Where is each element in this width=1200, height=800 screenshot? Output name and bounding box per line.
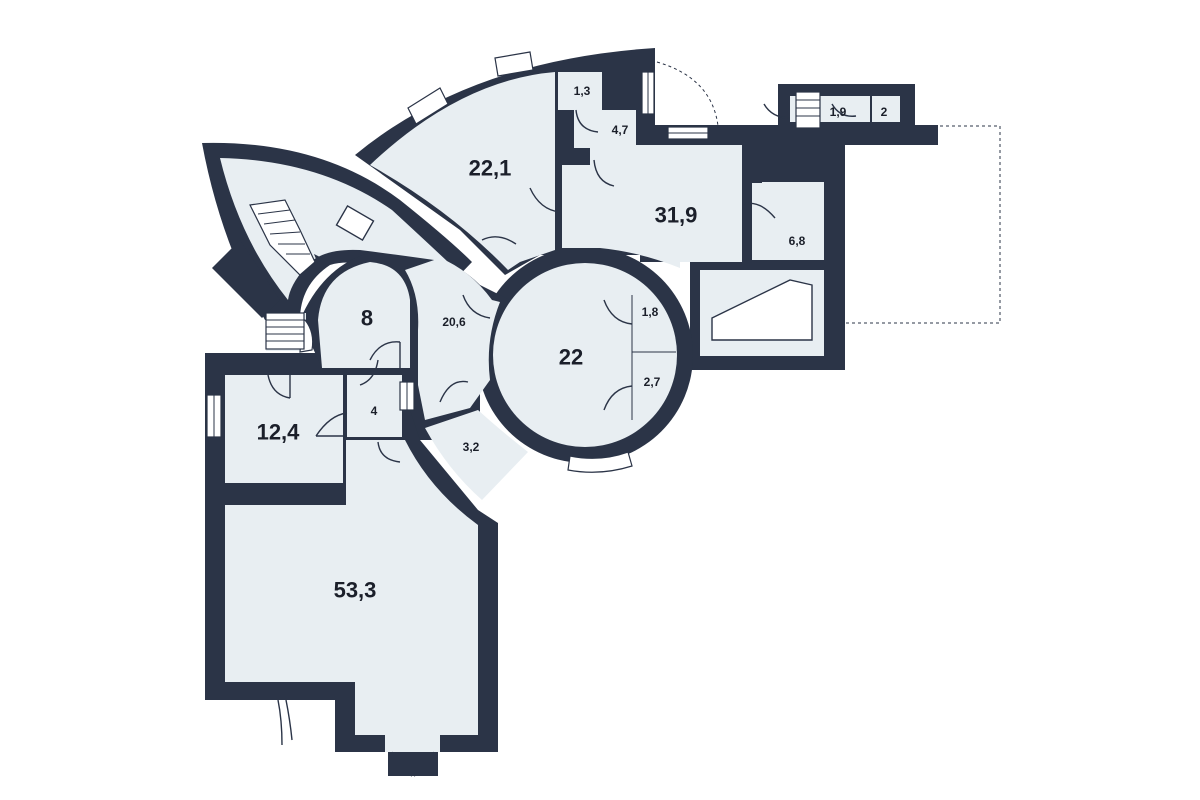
area-label-2: 2	[881, 105, 888, 119]
room-8-floor	[318, 262, 410, 368]
staircase-left	[265, 312, 305, 350]
room-1-3-floor	[558, 72, 602, 110]
staircase-annex	[795, 91, 821, 129]
wall-stair-bump	[212, 240, 280, 318]
room-2-7-floor	[632, 358, 675, 420]
room-12-4-floor	[225, 375, 343, 483]
area-label-1-3: 1,3	[574, 84, 591, 98]
terrace-outline	[837, 125, 1001, 324]
doors	[267, 103, 857, 777]
windows	[206, 51, 709, 473]
area-label-1-8: 1,8	[642, 305, 659, 319]
area-label-1-9: 1,9	[830, 105, 847, 119]
area-label-4-7: 4,7	[612, 123, 629, 137]
room-1-8-floor	[632, 295, 675, 348]
area-label-20-6: 20,6	[442, 315, 466, 329]
staircase-main	[249, 199, 322, 276]
area-label-22: 22	[559, 345, 583, 370]
room-20-6-floor	[405, 258, 500, 420]
room-53-3-floor	[225, 440, 478, 752]
room-2-floor	[872, 96, 900, 122]
room-4-7-floor	[574, 110, 636, 148]
bathtub	[711, 279, 813, 341]
pillar-2	[762, 145, 784, 167]
area-label-6-8: 6,8	[789, 234, 806, 248]
room-22-1-floor	[370, 72, 555, 270]
area-label-3-2: 3,2	[463, 440, 480, 454]
pillar	[742, 145, 762, 183]
room-4-floor	[347, 375, 402, 437]
closet-box	[335, 205, 375, 241]
area-label-22-1: 22,1	[469, 156, 512, 181]
petal-floor	[220, 158, 448, 300]
room-3-2-floor	[425, 410, 528, 500]
area-label-12-4: 12,4	[257, 420, 301, 445]
area-label-4: 4	[371, 404, 378, 418]
room-6-8-floor	[752, 182, 824, 260]
room-31-9-floor	[562, 145, 742, 268]
area-label-53-3: 53,3	[334, 578, 377, 603]
area-label-2-7: 2,7	[644, 375, 661, 389]
area-label-8: 8	[361, 306, 373, 331]
area-label-31-9: 31,9	[655, 203, 698, 228]
door-swing-outline	[656, 61, 719, 127]
room-22-floor	[493, 263, 677, 447]
